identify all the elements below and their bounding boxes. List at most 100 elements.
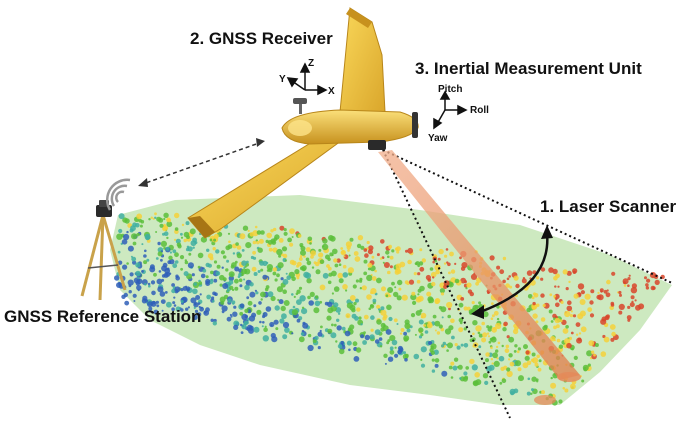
cloud-point [265,306,272,312]
cloud-point [405,249,408,253]
cloud-point [357,235,364,241]
cloud-point [619,293,622,297]
cloud-point [356,243,362,249]
cloud-point [398,347,404,353]
cloud-point [363,271,368,276]
cloud-point [602,334,606,339]
cloud-point [388,316,393,322]
cloud-point [379,257,383,260]
cloud-point [212,247,216,251]
cloud-point [270,229,274,233]
cloud-point [205,278,211,285]
cloud-point [454,262,457,265]
cloud-point [123,233,130,241]
cloud-point [553,325,557,330]
cloud-point [307,333,312,338]
cloud-point [144,283,147,286]
cloud-point [319,259,325,265]
cloud-point [575,333,579,336]
cloud-point [300,246,306,251]
cloud-point [276,286,284,293]
cloud-point [291,276,296,282]
cloud-point [129,272,134,277]
cloud-point [281,246,288,252]
cloud-point [174,227,179,231]
cloud-point [517,347,522,351]
cloud-point [446,349,449,352]
cloud-point [419,248,423,252]
cloud-point [283,231,288,236]
cloud-point [206,248,210,252]
cloud-point [573,293,579,299]
cloud-point [431,358,435,362]
cloud-point [366,274,373,282]
cloud-point [459,377,462,380]
cloud-point [610,337,615,342]
cloud-point [160,258,163,262]
cloud-point [210,278,214,281]
cloud-point [414,262,418,265]
cloud-point [250,255,254,260]
cloud-point [618,310,623,315]
cloud-point [257,270,261,273]
cloud-point [331,292,334,295]
cloud-point [247,229,250,232]
cloud-point [387,356,394,362]
cloud-point [442,341,446,346]
cloud-point [447,342,453,349]
cloud-point [629,302,635,308]
cloud-point [622,278,629,285]
cloud-point [348,254,351,257]
cloud-point [144,299,149,303]
cloud-point [300,332,305,336]
cloud-point [555,298,558,301]
cloud-point [434,320,441,327]
cloud-point [256,240,260,245]
cloud-point [172,263,178,269]
cloud-point [580,326,587,333]
cloud-point [299,295,306,302]
cloud-point [329,235,336,242]
cloud-point [207,263,212,268]
cloud-point [448,271,451,275]
cloud-point [286,275,292,281]
cloud-point [219,283,223,287]
cloud-point [535,276,540,280]
cloud-point [321,243,329,251]
cloud-point [610,301,615,306]
cloud-point [326,315,332,321]
cloud-point [418,319,424,325]
cloud-point [371,255,375,259]
cloud-point [137,277,140,280]
cloud-point [165,246,170,251]
cloud-point [252,250,256,255]
cloud-point [549,293,553,297]
cloud-point [590,350,595,354]
cloud-point [239,303,245,309]
cloud-point [180,236,184,239]
cloud-point [513,350,517,353]
cloud-point [198,281,203,285]
cloud-point [307,344,314,352]
cloud-point [540,267,546,272]
cloud-point [627,305,631,309]
cloud-point [495,349,499,353]
cloud-point [213,233,219,239]
cloud-point [378,337,383,341]
cloud-point [609,324,616,330]
cloud-point [644,276,647,280]
cloud-point [611,331,616,337]
cloud-point [305,257,310,262]
cloud-point [393,291,399,298]
cloud-point [463,327,467,331]
cloud-point [379,345,383,348]
cloud-point [353,356,360,362]
cloud-point [133,300,136,302]
cloud-point [423,324,426,327]
cloud-point [318,252,324,258]
cloud-point [412,300,417,305]
cloud-point [489,337,493,341]
cloud-point [221,305,228,312]
cloud-point [272,247,278,253]
label-reference-station: GNSS Reference Station [4,307,201,326]
